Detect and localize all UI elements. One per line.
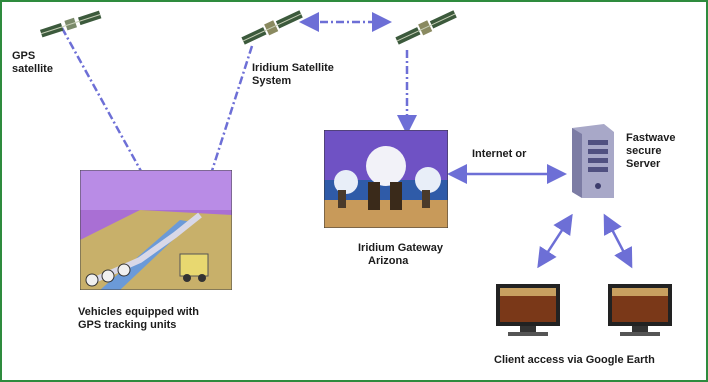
client-link-1 — [537, 213, 573, 269]
server-label-line3: Server — [626, 158, 661, 170]
iridium-system-label-line1: Iridium Satellite — [252, 62, 334, 74]
gateway-label: Iridium Gateway Arizona — [358, 242, 443, 268]
gps-satellite-icon — [39, 10, 102, 38]
iridium-system-label: Iridium Satellite System — [252, 62, 334, 88]
vehicles-label: Vehicles equipped with GPS tracking unit… — [78, 306, 199, 332]
iridium-uplink — [200, 45, 254, 203]
gateway-label-line1: Iridium Gateway — [358, 242, 443, 254]
monitor-icon — [608, 284, 672, 336]
client-access-label: Client access via Google Earth — [494, 354, 655, 366]
client-link-2 — [603, 213, 633, 269]
server-label: Fastwave secure Server — [626, 132, 676, 171]
gps-satellite-label: GPS satellite — [12, 50, 53, 76]
server-label-line1: Fastwave — [626, 132, 676, 144]
iridium-satellite-icon — [241, 10, 303, 45]
gps-downlink — [60, 27, 149, 183]
gps-satellite-label-line1: GPS — [12, 50, 36, 62]
server-icon — [572, 124, 614, 198]
server-label-line2: secure — [626, 145, 662, 157]
vehicles-label-line1: Vehicles equipped with — [78, 306, 200, 318]
gps-satellite-label-line2: satellite — [12, 63, 53, 75]
gateway-photo — [324, 130, 448, 228]
vehicles-label-line2: GPS tracking units — [78, 319, 177, 331]
vehicle-photo — [80, 170, 232, 290]
monitor-icon — [496, 284, 560, 336]
iridium-satellite-icon — [395, 10, 457, 45]
iridium-system-label-line2: System — [252, 75, 292, 87]
internet-label: Internet or — [472, 148, 527, 160]
gateway-label-line2: Arizona — [368, 255, 409, 267]
